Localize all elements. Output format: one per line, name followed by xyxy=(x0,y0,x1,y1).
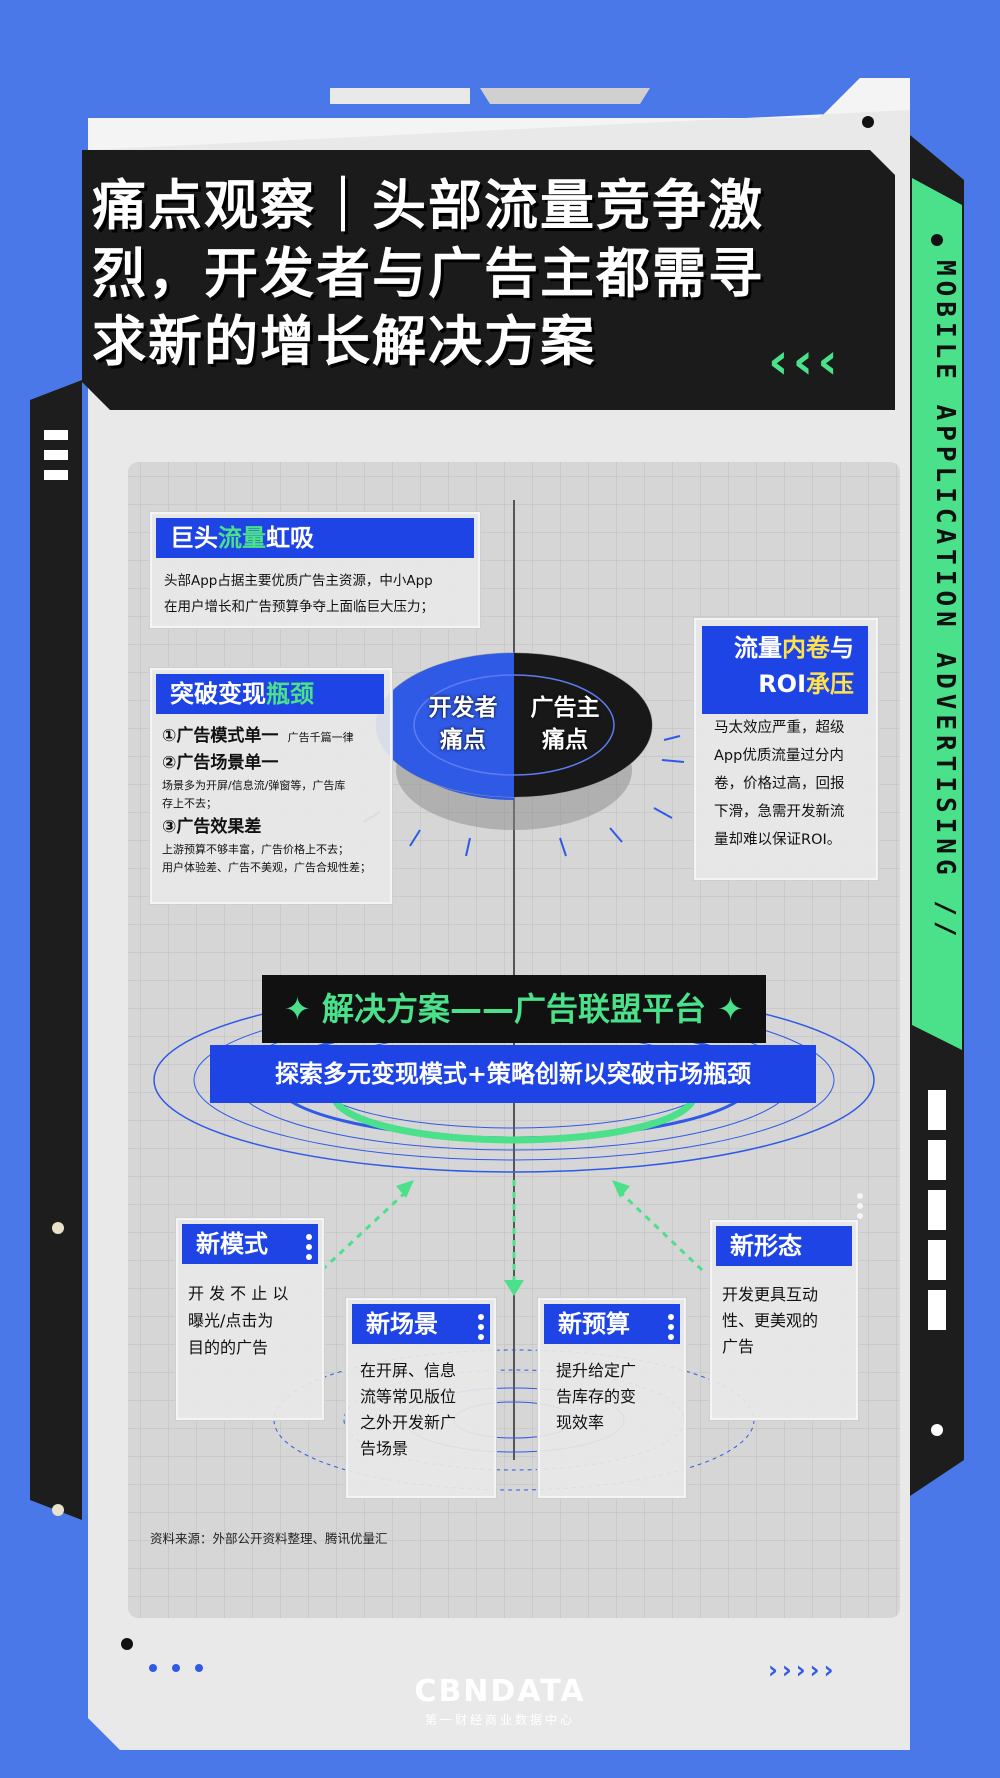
item-3: ③广告效果差 xyxy=(162,817,262,837)
new-form-text: 开发更具互动 性、更美观的 广告 xyxy=(722,1282,852,1360)
more-icon xyxy=(478,1314,484,1344)
title-highlight: 内卷 xyxy=(782,634,830,662)
text-line: 下滑，急需开发新流 xyxy=(714,804,845,820)
title-part: 巨头 xyxy=(170,524,218,552)
text-line: 现效率 xyxy=(556,1413,605,1432)
title-highlight: 承压 xyxy=(806,670,854,698)
label-line: 广告主 xyxy=(530,695,600,721)
card-roi-pressure: 流量内卷与 ROI承压 马太效应严重，超级 App优质流量过分内 卷，价格过高，… xyxy=(694,618,878,880)
title-part: 虹吸 xyxy=(266,524,314,552)
card-new-scene: 新场景 在开屏、信息 流等常见版位 之外开发新广 告场景 xyxy=(346,1298,496,1498)
item-2-note: 存上不去； xyxy=(162,797,217,810)
card-giant-traffic: 巨头流量虹吸 头部App占据主要优质广告主资源，中小App 在用户增长和广告预算… xyxy=(150,512,480,628)
card-giant-text: 头部App占据主要优质广告主资源，中小App 在用户增长和广告预算争夺上面临巨大… xyxy=(164,568,474,620)
title-part: 突破变现 xyxy=(170,680,266,708)
text-line: 告库存的变 xyxy=(556,1387,637,1406)
card-roi-title: 流量内卷与 ROI承压 xyxy=(702,626,868,714)
title-part: ROI xyxy=(758,670,806,698)
item-2: ②广告场景单一 xyxy=(162,753,279,773)
label-line: 痛点 xyxy=(542,727,588,753)
new-scene-title: 新场景 xyxy=(352,1304,490,1344)
card-breakthrough-body: ①广告模式单一 广告千篇一律 ②广告场景单一 场景多为开屏/信息流/弹窗等，广告… xyxy=(162,726,386,877)
card-breakthrough: 突破变现瓶颈 ①广告模式单一 广告千篇一律 ②广告场景单一 场景多为开屏/信息流… xyxy=(150,668,392,904)
logo-sub-text: 第一财经商业数据中心 xyxy=(424,1713,575,1727)
text-line: 流等常见版位 xyxy=(360,1387,457,1406)
title-line-1: 痛点观察｜头部流量竞争激 xyxy=(92,174,764,237)
title-line-3: 求新的增长解决方案 xyxy=(92,310,596,373)
text-line: 在用户增长和广告预算争夺上面临巨大压力； xyxy=(164,599,434,615)
text-line: 之外开发新广 xyxy=(360,1413,457,1432)
text-line: App优质流量过分内 xyxy=(714,748,844,764)
more-icon xyxy=(668,1314,674,1344)
text-line: 开发更具互动 xyxy=(722,1285,819,1304)
new-budget-title: 新预算 xyxy=(544,1304,680,1344)
card-new-form: 新形态 开发更具互动 性、更美观的 广告 xyxy=(710,1220,858,1420)
new-scene-text: 在开屏、信息 流等常见版位 之外开发新广 告场景 xyxy=(360,1358,490,1462)
text-line: 目的的广告 xyxy=(188,1338,269,1357)
label-line: 痛点 xyxy=(440,727,486,753)
title-highlight: 流量 xyxy=(218,524,266,552)
card-new-budget: 新预算 提升给定广 告库存的变 现效率 xyxy=(538,1298,686,1498)
text-line: 卷，价格过高，回报 xyxy=(714,776,845,792)
item-3-note: 上游预算不够丰富，广告价格上不去； xyxy=(162,843,349,856)
new-budget-text: 提升给定广 告库存的变 现效率 xyxy=(556,1358,680,1436)
card-giant-title: 巨头流量虹吸 xyxy=(156,518,474,558)
title-part: 流量 xyxy=(734,634,782,662)
text-line: 在开屏、信息 xyxy=(360,1361,457,1380)
card-breakthrough-title: 突破变现瓶颈 xyxy=(156,674,384,714)
card-new-mode: 新模式 开 发 不 止 以 曝光/点击为 目的的广告 xyxy=(176,1218,324,1420)
source-note: 资料来源：外部公开资料整理、腾讯优量汇 xyxy=(150,1531,388,1546)
item-1-note: 广告千篇一律 xyxy=(287,731,354,744)
text-line: 马太效应严重，超级 xyxy=(714,720,845,736)
advertiser-pain-label: 广告主 痛点 xyxy=(520,692,610,756)
title-highlight: 瓶颈 xyxy=(266,680,314,708)
text-line: 性、更美观的 xyxy=(722,1311,819,1330)
side-vertical-text: MOBILE APPLICATION ADVERTISING // xyxy=(930,260,960,942)
label-line: 开发者 xyxy=(428,695,498,721)
text-line: 量却难以保证ROI。 xyxy=(714,832,842,848)
text-line: 曝光/点击为 xyxy=(188,1311,274,1330)
new-mode-title: 新模式 xyxy=(182,1224,318,1264)
solution-subtitle: 探索多元变现模式+策略创新以突破市场瓶颈 xyxy=(210,1045,816,1103)
title-part: 与 xyxy=(830,634,854,662)
cbndata-logo: CBNDATA 第一财经商业数据中心 xyxy=(400,1674,600,1730)
text-line: 开 发 不 止 以 xyxy=(188,1284,289,1303)
more-icon xyxy=(306,1234,312,1264)
title-chevrons: ‹‹‹ xyxy=(768,332,842,390)
solution-banner: ✦ 解决方案——广告联盟平台 ✦ xyxy=(262,975,766,1043)
item-2-note: 场景多为开屏/信息流/弹窗等，广告库 xyxy=(162,779,346,792)
developer-pain-label: 开发者 痛点 xyxy=(418,692,508,756)
logo-main-text: CBNDATA xyxy=(414,1674,586,1709)
text-line: 提升给定广 xyxy=(556,1361,637,1380)
item-1: ①广告模式单一 xyxy=(162,726,279,746)
text-line: 告场景 xyxy=(360,1439,409,1458)
chevron-decoration: ››››› xyxy=(768,1656,838,1684)
card-roi-text: 马太效应严重，超级 App优质流量过分内 卷，价格过高，回报 下滑，急需开发新流… xyxy=(714,714,870,854)
new-mode-text: 开 发 不 止 以 曝光/点击为 目的的广告 xyxy=(188,1280,314,1361)
page-title: 痛点观察｜头部流量竞争激 烈，开发者与广告主都需寻 求新的增长解决方案 xyxy=(92,172,892,376)
item-3-note: 用户体验差、广告不美观，广告合规性差； xyxy=(162,861,371,874)
text-line: 头部App占据主要优质广告主资源，中小App xyxy=(164,573,433,589)
title-line-2: 烈，开发者与广告主都需寻 xyxy=(92,242,764,305)
text-line: 广告 xyxy=(722,1337,755,1356)
new-form-title: 新形态 xyxy=(716,1226,852,1266)
